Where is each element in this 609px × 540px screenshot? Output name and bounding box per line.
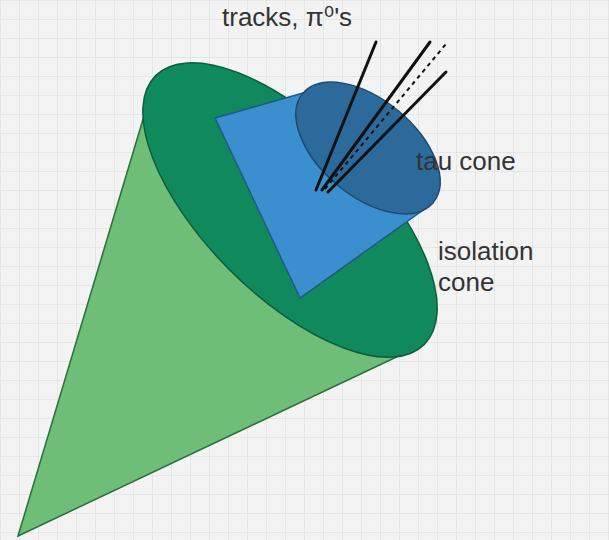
track	[322, 42, 430, 190]
tracks-label: tracks, π⁰'s	[222, 2, 442, 33]
track	[316, 42, 376, 190]
tau-cone-label: tau cone	[416, 146, 586, 177]
isolation-cone-label: isolation cone	[438, 236, 578, 298]
isolation-cone-top	[96, 16, 485, 405]
